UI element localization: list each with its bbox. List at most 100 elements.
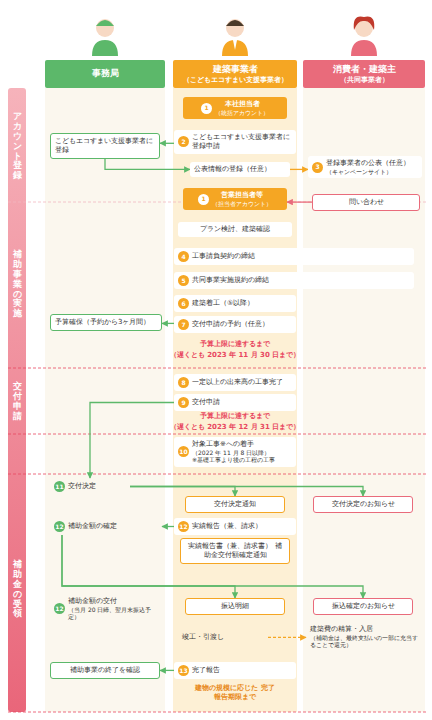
step-row: 4工事請負契約の締結 [174, 248, 414, 265]
callout-number: 1 [198, 194, 209, 205]
text-stack: 交付申請 [192, 398, 220, 407]
step-row: 12実績報告（兼、請求） [174, 518, 296, 535]
phase-label: 補助事業の実施 [13, 250, 22, 319]
text-stack: 補助事業の終了を確認 [70, 666, 140, 675]
text-stack: 共同事業実施規約の締結 [192, 276, 269, 285]
process-box: 問い合わせ [312, 194, 420, 211]
node-text: 完了報告 [192, 666, 220, 675]
step-row: 13完了報告 [174, 662, 296, 679]
text-stack: 予算確保（予約から3ヶ月間） [55, 318, 150, 327]
node-text: 事務局 [92, 68, 119, 79]
person-icon [92, 19, 118, 56]
node-text: 共同事業実施規約の締結 [192, 276, 269, 285]
callout-number: 4 [178, 251, 189, 262]
node-subtext: （担当者アカウント） [212, 200, 272, 208]
text-stack: 交付決定通知 [214, 500, 256, 509]
text-stack: 本社担当者（統括アカウント） [215, 100, 269, 116]
callout-number: 11 [54, 481, 65, 492]
text-stack: 振込明細 [221, 602, 249, 611]
node-text: 消費者・建築主 [333, 64, 396, 75]
process-box: 実績報告書（兼、請求書） 補助金交付額確定通知 [180, 538, 290, 564]
text-stack: 工事請負契約の締結 [192, 252, 255, 261]
phase-label: アカウント登録 [13, 112, 22, 181]
note-label: 建物の規模に応じた 完了報告期限まで [195, 684, 275, 702]
node-text: 問い合わせ [349, 198, 384, 207]
process-box: 振込明細 [185, 598, 285, 615]
text-stack: 完了報告 [192, 666, 220, 675]
callout-number: 7 [178, 319, 189, 330]
text-stack: プラン検討、建築確認 [200, 225, 270, 234]
node-text: 登録事業者の公表（任意） [326, 159, 410, 168]
callout-number: 3 [312, 162, 323, 173]
phase-dividers [8, 202, 428, 712]
process-box: 補助事業の終了を確認 [50, 662, 160, 679]
callout-number: 12 [54, 521, 65, 532]
flow-connector [105, 159, 190, 170]
account-box: 1本社担当者（統括アカウント） [183, 97, 287, 119]
step-row: 公表情報の登録（任意） [190, 162, 290, 177]
lane-header: 建築事業者（こどもエコすまい支援事業者） [173, 60, 297, 88]
text-stack: 実績報告（兼、請求） [192, 522, 262, 531]
phase-label: 交付申請 [13, 382, 22, 422]
phase-bar [8, 88, 26, 712]
person-icon [351, 17, 377, 56]
callout-number: 1 [201, 103, 212, 114]
node-subtext: （補助金は、最終支払いの一部に充当することで還元） [310, 634, 418, 649]
process-box: 振込確定のお知らせ [313, 598, 413, 615]
callout-number: 12 [178, 521, 189, 532]
text-stack: 補助金額の交付（当月 20 日締、翌月末振込予定） [68, 597, 158, 621]
text-stack: 補助金額の確定 [68, 522, 117, 531]
lane-header: 消費者・建築主（共同事業者） [303, 60, 425, 88]
text-stack: 事務局 [92, 68, 119, 79]
note-label: （遅くとも 2023 年 11 月 30 日まで） [160, 351, 310, 360]
lane-header: 事務局 [45, 60, 165, 88]
step-row: 3登録事業者の公表（任意）（キャンペーンサイト） [308, 156, 422, 178]
text-stack: 一定以上の出来高の工事完了 [192, 378, 283, 387]
flow-connector [290, 169, 308, 170]
step-row: 8一定以上の出来高の工事完了 [174, 374, 296, 391]
step-text: 建築費の精算・入居（補助金は、最終支払いの一部に充当することで還元） [306, 622, 422, 652]
text-stack: 対象工事※への着手（2022 年 11 月 8 日以降）※基礎工事より後の工程の… [192, 440, 275, 464]
flow-connector [130, 487, 235, 497]
node-text: こどもエコすまい支援事業者に登録 [55, 137, 155, 155]
callout-number: 12 [54, 603, 65, 614]
step-text: 11交付決定 [50, 478, 130, 495]
node-text: 一定以上の出来高の工事完了 [192, 378, 283, 387]
step-row: 5共同事業実施規約の締結 [174, 272, 414, 289]
step-text: 12補助金額の確定 [50, 518, 162, 535]
text-stack: 公表情報の登録（任意） [194, 165, 271, 174]
flow-connector [162, 323, 174, 324]
callout-number: 8 [178, 377, 189, 388]
node-subtext: （共同事業者） [340, 76, 389, 84]
account-box: 1営業担当者等（担当者アカウント） [183, 188, 287, 210]
node-text: 営業担当者等 [221, 191, 263, 200]
lane-bg [303, 88, 425, 712]
node-text: 交付決定 [68, 482, 96, 491]
node-text: 公表情報の登録（任意） [194, 165, 271, 174]
lane-bg [45, 88, 165, 712]
node-text: 予算確保（予約から3ヶ月間） [55, 318, 150, 327]
phase-label: 補助金の受領 [13, 560, 22, 619]
node-text: 振込明細 [221, 602, 249, 611]
node-text: プラン検討、建築確認 [200, 225, 270, 234]
text-stack: 実績報告書（兼、請求書） 補助金交付額確定通知 [185, 542, 285, 560]
lane-bg [173, 88, 297, 712]
process-box: 交付決定通知 [185, 496, 285, 513]
node-text: 交付申請の予約（任意） [192, 320, 269, 329]
text-stack: 交付申請の予約（任意） [192, 320, 269, 329]
flow-connector [62, 535, 363, 598]
text-stack: 交付決定 [68, 482, 96, 491]
node-subtext: （当月 20 日締、翌月末振込予定） [68, 606, 158, 621]
text-stack: 振込確定のお知らせ [332, 602, 395, 611]
step-row: プラン検討、建築確認 [178, 222, 292, 237]
flow-connector [160, 670, 174, 671]
node-text: 交付決定通知 [214, 500, 256, 509]
text-stack: こどもエコすまい支援事業者に 登録申請 [192, 133, 292, 151]
node-text: 工事請負契約の締結 [192, 252, 255, 261]
step-text: 12補助金額の交付（当月 20 日締、翌月末振込予定） [50, 594, 162, 624]
text-stack: 営業担当者等（担当者アカウント） [212, 191, 272, 207]
node-subtext: （キャンペーンサイト） [326, 168, 410, 176]
node-subtext: （統括アカウント） [215, 109, 269, 117]
text-stack: 登録事業者の公表（任意）（キャンペーンサイト） [326, 159, 410, 175]
